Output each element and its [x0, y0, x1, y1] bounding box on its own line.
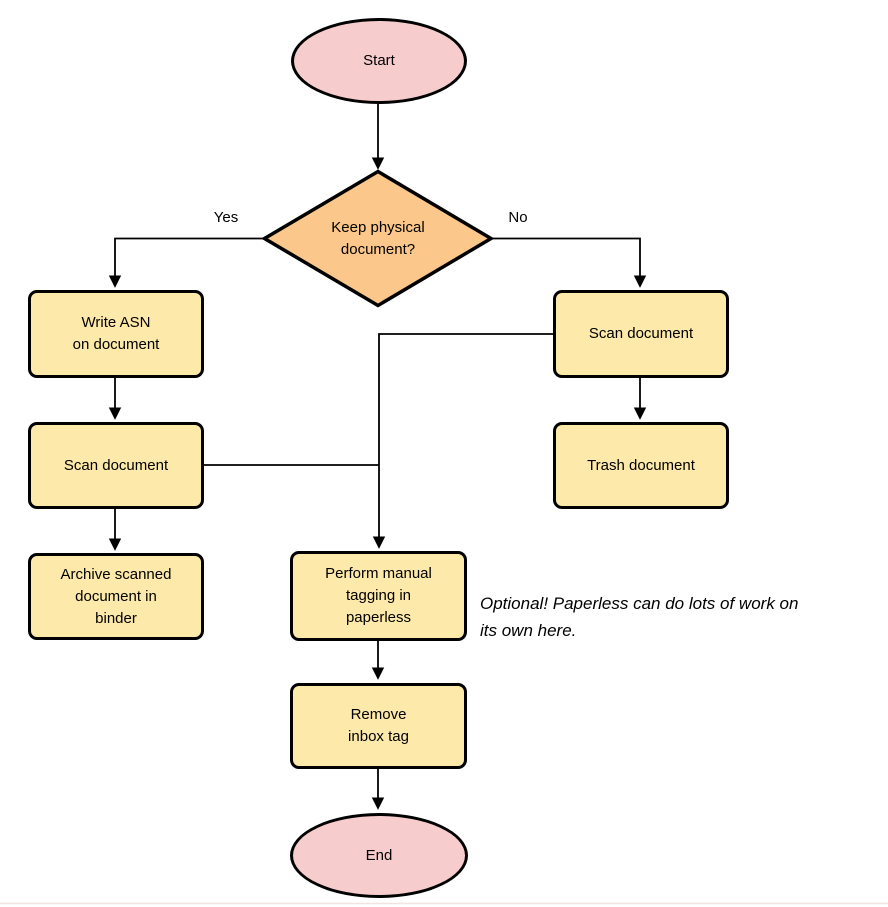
edge-decision-yes: [108, 237, 265, 288]
edge-decision-no: [490, 237, 647, 288]
end-terminal: End: [290, 813, 468, 898]
process-remove-inbox-tag: Remove inbox tag: [290, 683, 467, 769]
decision-keep-physical-label: Keep physical document?: [331, 218, 425, 258]
process-scan-document-right: Scan document: [553, 290, 729, 378]
start-terminal: Start: [291, 18, 467, 104]
process-scan-document-left: Scan document: [28, 422, 204, 509]
edge-label-yes: Yes: [213, 209, 239, 226]
decision-diamond-shape: [261, 169, 495, 308]
edge-label-no: No: [508, 209, 528, 226]
process-trash-document: Trash document: [553, 422, 729, 509]
edge-scanright-to-tagging: [372, 333, 553, 549]
process-write-asn: Write ASN on document: [28, 290, 204, 378]
annotation-note: Optional! Paperless can do lots of work …: [480, 594, 799, 640]
process-manual-tagging: Perform manual tagging in paperless: [290, 551, 467, 641]
process-archive-binder: Archive scanned document in binder: [28, 553, 204, 640]
